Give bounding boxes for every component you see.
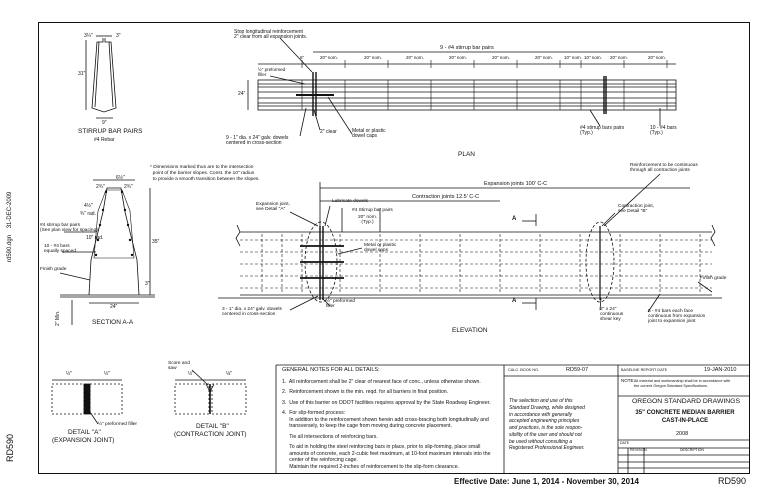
section-dim-top: 6½": [116, 175, 125, 181]
elev-expansion-joint: Expansion joint, see Detail "A": [256, 202, 290, 212]
stirrup-dim-top-left: 3¼": [84, 33, 93, 39]
detail-a-title: DETAIL "A": [68, 429, 101, 436]
plan-segment: 20" nom.: [535, 55, 553, 60]
section-dim-min: 2" Min.: [55, 310, 61, 326]
elev-stirrup-spacing: 20" nom. (Typ.): [358, 215, 378, 225]
plan-segment-row: 6" 20" nom. 20" nom. 20" nom. 20" nom. 2…: [300, 55, 670, 68]
note-item: 3. Use of this barrier on ODOT facilitie…: [282, 399, 491, 406]
section-title: SECTION A-A: [92, 319, 134, 326]
note-item: To aid in holding the steel reinforcing …: [289, 444, 491, 470]
stirrup-dim-top-right: 3": [116, 33, 121, 39]
calc-value: RD59-07: [566, 367, 589, 373]
elev-section-mark-bottom: A: [512, 298, 517, 304]
elev-dowel-caps: Metal or plastic dowel caps: [364, 243, 397, 253]
plan-title: PLAN: [458, 151, 475, 158]
note-item: 1. All reinforcement shall be 2" clear o…: [282, 378, 481, 385]
plan-width-dim: 24": [238, 91, 246, 97]
note-label: NOTE:: [621, 378, 635, 383]
section-dim-3: 3": [145, 281, 150, 287]
plan-segment: 20" nom.: [648, 55, 666, 60]
section-dim-left: 10" rad.: [86, 235, 104, 241]
elev-finish-grade: Finish grade: [700, 276, 727, 281]
note-item: 2. Reinforcement shown is the min. reqd.…: [282, 389, 449, 396]
elev-lubricate: Lubricate dowels: [332, 199, 368, 204]
elev-section-mark-top: A: [512, 216, 517, 222]
elev-dowels-note: 3 - 1" dia. x 24" galv. dowels centered …: [222, 307, 282, 317]
elev-stirrup: #4 Stirrup bar pairs: [352, 208, 393, 213]
plan-dowels-note: 9 - 1" dia. x 24" galv. dowels centered …: [226, 135, 289, 146]
note-text: All material and workmanship shall be in…: [634, 379, 731, 388]
elev-contraction-joints: Contraction joints 12.5' C-C: [412, 194, 480, 200]
plan-segment: 6": [300, 55, 305, 60]
baseline-value: 19-JAN-2010: [704, 367, 737, 373]
plan-stop-note: Stop longitudinal reinforcement 2" clear…: [234, 29, 308, 40]
plan-segment: 20" nom.: [492, 55, 510, 60]
disclaimer: The selection and use of this Standard D…: [509, 398, 585, 452]
calc-label: CALC. BOOK NO.: [508, 368, 540, 372]
rev-code-header: REVISION: [630, 448, 647, 452]
section-dim-bottom: 24": [110, 304, 118, 310]
plan-stirrup-typ: #4 stirrup bars pairs (Typ.): [580, 125, 625, 136]
footer-code: RD590: [718, 476, 747, 486]
section-dim-left: 4½": [84, 203, 93, 209]
section-label-stirrup: #4 stirrup bar pairs (See plan view for …: [40, 223, 98, 233]
elev-contraction-joint: Contraction joint, see Detail "B": [618, 204, 654, 214]
effective-date: Effective Date: June 1, 2014 - November …: [454, 477, 639, 486]
sheet-border: [38, 22, 750, 474]
section-label-finish: Finish grade: [40, 267, 67, 272]
detail-b-sub: (CONTRACTION JOINT): [174, 431, 247, 438]
detail-a-filler: ½" preformed filler: [98, 422, 138, 427]
detail-a-dim: ½": [66, 371, 72, 377]
plan-segment: 20" nom.: [364, 55, 382, 60]
plan-segment: 10" nom.: [584, 55, 602, 60]
note-item: Tie all intersections of reinforcing bar…: [282, 433, 378, 440]
notes-heading: GENERAL NOTES FOR ALL DETAILS:: [282, 367, 380, 373]
rev-date-header: DATE: [620, 441, 630, 445]
section-label-bars: 10 - #4 bars equally spaced: [44, 244, 77, 254]
plan-segment: 20" nom.: [449, 55, 467, 60]
stirrup-dim-bottom: 9": [102, 120, 107, 126]
plan-clear-note: 2" clear: [320, 129, 337, 135]
detail-b-title: DETAIL "B": [196, 423, 229, 430]
detail-a-dim: ½": [104, 371, 110, 377]
elev-bars-note: 5 - #4 bars each face continuous from ex…: [648, 309, 706, 324]
elev-filler: ½" preformed filler: [326, 299, 355, 309]
section-dim-height: 35": [152, 239, 160, 245]
org-name: OREGON STANDARD DRAWINGS: [632, 398, 740, 405]
stirrup-dim-height: 31": [78, 71, 86, 77]
general-notes: GENERAL NOTES FOR ALL DETAILS: 1. All re…: [282, 367, 500, 472]
detail-b-score: Score and saw: [168, 361, 190, 371]
elev-expansion-joints: Expansion joints 100' C-C: [484, 181, 548, 187]
detail-b-dim: ⅛": [226, 371, 232, 377]
section-dim-top: 2¾": [96, 184, 105, 190]
baseline-label: BASELINE REPORT DATE: [621, 368, 668, 372]
plan-dowel-caps: Metal or plastic dowel caps: [352, 128, 386, 139]
rev-desc-header: DESCRIPTION: [680, 448, 704, 452]
plan-segment: 10" nom.: [564, 55, 582, 60]
note-item: 4. For slip-formed process: In addition …: [282, 410, 489, 430]
detail-b-dim: ½": [188, 371, 194, 377]
plan-bars-typ: 10 - #4 bars (Typ.): [650, 125, 677, 136]
drawing-title: 35" CONCRETE MEDIAN BARRIER CAST-IN-PLAC…: [635, 410, 735, 424]
section-dim-left: ¾" rad.: [80, 211, 96, 217]
plan-segment: 20" nom.: [320, 55, 338, 60]
stirrup-title: STIRRUP BAR PAIRS: [78, 128, 143, 135]
drawing-year: 2008: [676, 431, 689, 437]
elev-reinf-note: Reinforcement to be continuous through a…: [630, 163, 698, 173]
section-dim-top: 2¾": [124, 184, 133, 190]
plan-filler: ½" preformed filler: [258, 67, 286, 77]
plan-segment: 20" nom.: [610, 55, 628, 60]
detail-a-sub: (EXPANSION JOINT): [52, 437, 115, 444]
elev-shear-key: 2" x 24" continuous shear key: [600, 307, 624, 322]
elev-title: ELEVATION: [452, 327, 488, 334]
section-dim-note: * Dimensions marked thus are to the inte…: [150, 165, 260, 182]
plan-stirrup-spacing: 9 - #4 stirrup bar pairs: [440, 45, 494, 51]
stirrup-subtitle: #4 Rebar: [94, 137, 115, 143]
plan-segment: 20" nom.: [406, 55, 424, 60]
